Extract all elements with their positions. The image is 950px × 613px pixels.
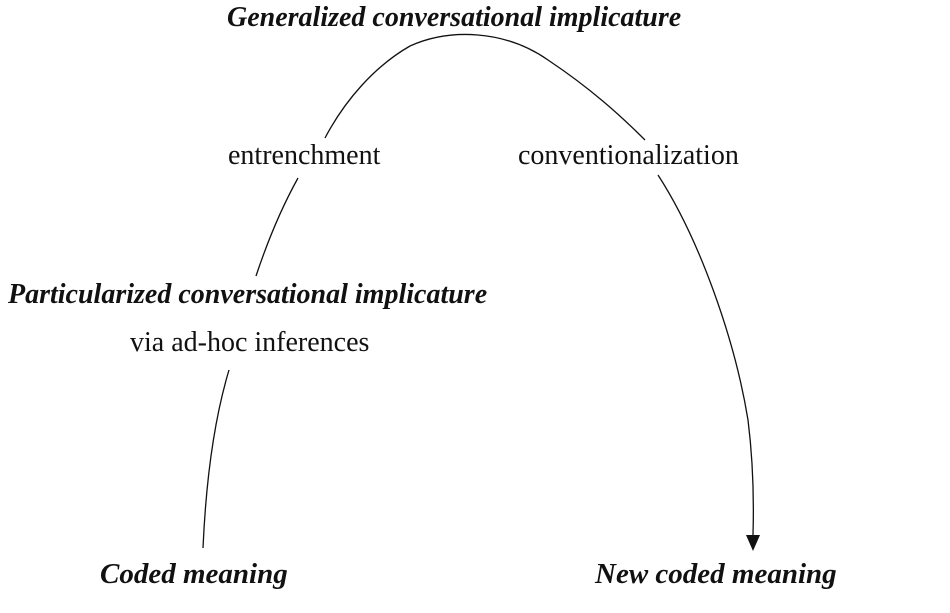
arc-segment-coded-to-pci <box>202 369 230 549</box>
node-coded-meaning: Coded meaning <box>100 558 288 590</box>
process-entrenchment: entrenchment <box>228 140 381 171</box>
arc-segment-entrenchment-to-gci <box>324 45 411 139</box>
node-particularized-subtitle: via ad-hoc inferences <box>130 327 370 358</box>
process-conventionalization: conventionalization <box>518 140 739 171</box>
arrowhead <box>746 535 760 551</box>
arc-segment-pci-to-entrenchment <box>255 177 299 277</box>
arc-segment-gci-to-conventionalization <box>409 33 646 141</box>
node-new-coded-meaning: New coded meaning <box>595 558 837 590</box>
node-generalized-implicature: Generalized conversational implicature <box>227 2 682 33</box>
node-particularized-implicature: Particularized conversational implicatur… <box>8 279 488 310</box>
arc-segment-conventionalization-to-new-coded <box>657 174 754 536</box>
